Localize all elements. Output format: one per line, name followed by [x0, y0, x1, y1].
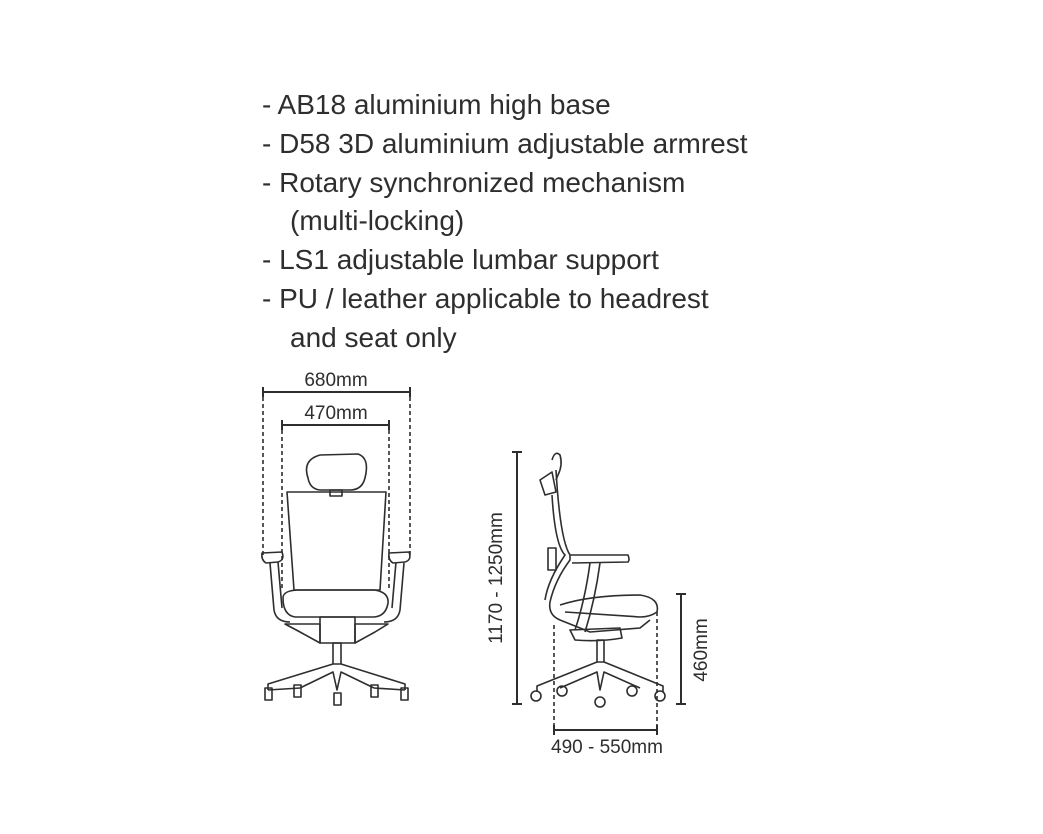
feature-item: - PU / leather applicable to headrest	[262, 282, 709, 314]
side-dimension-lines	[512, 451, 686, 735]
feature-item: - AB18 aluminium high base	[262, 89, 611, 120]
front-dimension-lines	[262, 387, 411, 590]
depth-label: 490 - 550mm	[551, 737, 663, 758]
feature-list: - AB18 aluminium high base - D58 3D alum…	[262, 86, 748, 358]
feature-item-continuation: and seat only	[290, 321, 457, 353]
overall-width-label: 680mm	[304, 370, 367, 391]
seat-width-label: 470mm	[304, 403, 367, 424]
feature-item: - LS1 adjustable lumbar support	[262, 244, 659, 276]
feature-item-continuation: (multi-locking)	[290, 205, 465, 237]
front-view-chair	[261, 453, 411, 706]
side-view-chair	[530, 452, 666, 708]
seat-height-label: 460mm	[691, 618, 712, 681]
feature-item: - D58 3D aluminium adjustable armrest	[262, 127, 748, 159]
feature-item: - Rotary synchronized mechanism	[262, 166, 686, 198]
height-label: 1170 - 1250mm	[486, 512, 507, 644]
